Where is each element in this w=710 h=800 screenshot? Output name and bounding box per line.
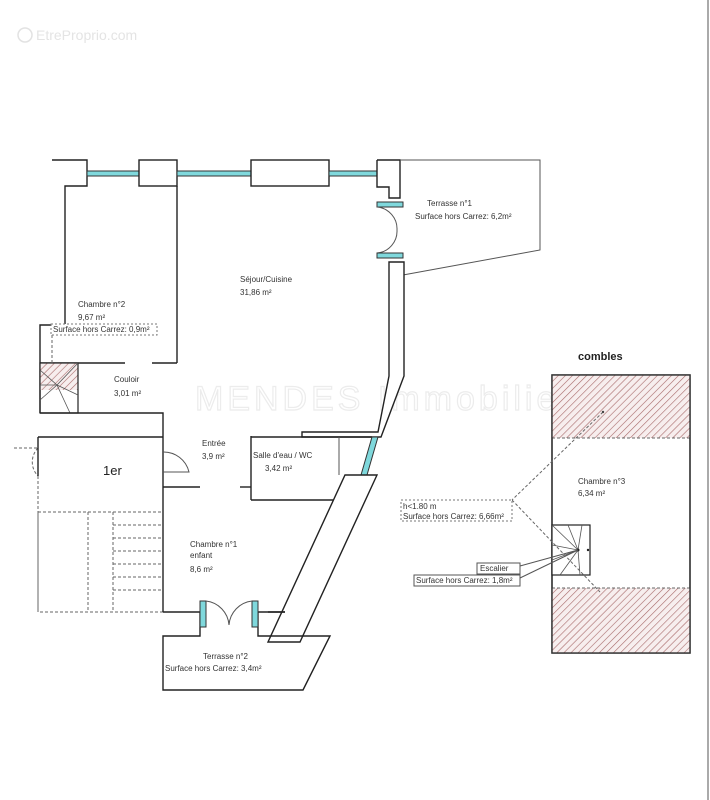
terrasse2-name: Terrasse n°2: [203, 652, 249, 661]
salle-eau-name: Salle d'eau / WC: [253, 451, 313, 460]
svg-text:EtreProprio.com: EtreProprio.com: [36, 27, 137, 43]
entree-name: Entrée: [202, 439, 226, 448]
couloir-area: 3,01 m²: [114, 389, 141, 398]
sejour-area: 31,86 m²: [240, 288, 272, 297]
chambre1-area: 8,6 m²: [190, 565, 213, 574]
chambre1-subtitle: enfant: [190, 551, 213, 560]
chambre1-name: Chambre n°1: [190, 540, 238, 549]
attic-low-area: Surface hors Carrez: 6,66m²: [403, 512, 504, 521]
chambre2-note: Surface hors Carrez: 0,9m²: [53, 325, 150, 334]
attic-label: combles: [578, 351, 623, 363]
first-floor-label: 1er: [103, 463, 122, 478]
stairs-label: Escalier: [480, 564, 509, 573]
chambre3-name: Chambre n°3: [578, 477, 626, 486]
salle-eau-area: 3,42 m²: [265, 464, 292, 473]
attic-low-height: h<1.80 m: [403, 502, 437, 511]
stairs-area: Surface hors Carrez: 1,8m²: [416, 576, 513, 585]
terrasse1-area: Surface hors Carrez: 6,2m²: [415, 212, 512, 221]
chambre2-name: Chambre n°2: [78, 300, 126, 309]
couloir-name: Couloir: [114, 375, 140, 384]
chambre3-area: 6,34 m²: [578, 489, 605, 498]
entree-area: 3,9 m²: [202, 452, 225, 461]
watermark-site: EtreProprio.com: [17, 27, 137, 43]
sejour-name: Séjour/Cuisine: [240, 275, 293, 284]
main-floor: [14, 159, 541, 691]
terrasse2-area: Surface hors Carrez: 3,4m²: [165, 664, 262, 673]
chambre2-area: 9,67 m²: [78, 313, 105, 322]
attic-plan: [511, 374, 691, 654]
terrasse1-name: Terrasse n°1: [427, 199, 473, 208]
